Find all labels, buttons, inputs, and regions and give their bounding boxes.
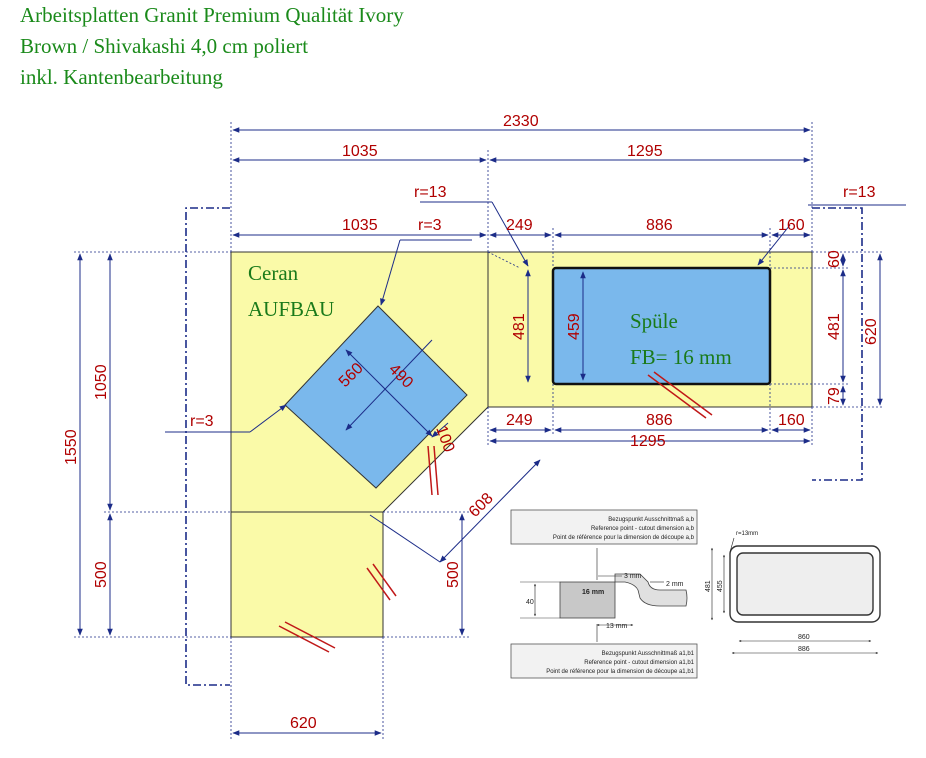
dim-right-width: 1295	[627, 143, 663, 160]
cabinet-outline	[185, 207, 863, 686]
dim-r13-top: r=13	[414, 184, 447, 201]
detail-ref-ab-en: Reference point - cutout dimension a,b	[591, 526, 695, 532]
dim-bottom-886: 886	[646, 412, 673, 429]
dimension-lines	[77, 127, 906, 736]
dim-sink-height-b: 459	[566, 313, 583, 340]
detail-ref-a1-fr: Point de référence pour la dimension de …	[546, 669, 694, 675]
dim-sink-bottom-gap: 79	[826, 387, 843, 405]
sink-cutout	[551, 266, 772, 386]
detail-d2: 2 mm	[666, 581, 684, 588]
title-line-3: inkl. Kantenbearbeitung	[20, 65, 223, 89]
dim-sink-right: 160	[778, 217, 805, 234]
dim-diag-608: 608	[466, 490, 497, 521]
label-ceran: Ceran	[248, 261, 299, 285]
joint-marks	[278, 371, 713, 653]
area-labels: Ceran AUFBAU Spüle FB= 16 mm	[248, 261, 732, 369]
detail-d13: 13 mm	[606, 623, 628, 630]
dim-right-depth: 620	[863, 318, 880, 345]
detail-w886: 886	[798, 646, 810, 653]
title-line-2: Brown / Shivakashi 4,0 cm poliert	[20, 34, 309, 58]
dim-bottom-160: 160	[778, 412, 805, 429]
extension-lines	[74, 122, 884, 740]
dim-height-1050: 1050	[93, 364, 110, 400]
detail-d16: 16 mm	[582, 589, 604, 596]
detail-d3: 3 mm	[624, 573, 642, 580]
detail-d40: 40	[526, 599, 534, 606]
dim-bottom-1295: 1295	[630, 433, 666, 450]
dim-left-width-inner: 1035	[342, 217, 378, 234]
dim-height-1550: 1550	[63, 429, 80, 465]
detail-ref-ab-fr: Point de référence pour la dimension de …	[553, 535, 695, 541]
label-fb: FB= 16 mm	[630, 345, 732, 369]
dim-total-width: 2330	[503, 113, 539, 130]
page-title: Arbeitsplatten Granit Premium Qualität I…	[20, 0, 404, 93]
sink-dimension-detail: r=13mm 481 455 860 886	[705, 531, 881, 654]
detail-ref-a1-de: Bezugspunkt Ausschnittmaß a1,b1	[602, 651, 695, 657]
detail-w860: 860	[798, 634, 810, 641]
detail-h455: 455	[717, 580, 724, 592]
dim-sink-left: 249	[506, 217, 533, 234]
dim-r13-right: r=13	[843, 184, 876, 201]
dim-bottom-249: 249	[506, 412, 533, 429]
dim-sink-height-a: 481	[511, 313, 528, 340]
edge-profile-detail: Bezugspunkt Ausschnittmaß a,b Reference …	[510, 509, 698, 679]
detail-r13: r=13mm	[736, 531, 758, 537]
detail-h481: 481	[705, 580, 712, 592]
title-line-1: Arbeitsplatten Granit Premium Qualität I…	[20, 3, 404, 27]
label-aufbau: AUFBAU	[248, 297, 334, 321]
detail-ref-ab-de: Bezugspunkt Ausschnittmaß a,b	[608, 517, 694, 523]
dim-sink-top-gap: 60	[826, 250, 843, 268]
countertop-bottom-panel	[230, 511, 384, 638]
dim-r3-top: r=3	[418, 217, 442, 234]
dim-bottom-620: 620	[290, 715, 317, 732]
dim-height-500-left: 500	[93, 561, 110, 588]
dim-left-width: 1035	[342, 143, 378, 160]
dim-height-500-right: 500	[445, 561, 462, 588]
dim-right-height: 481	[826, 313, 843, 340]
dim-sink-width: 886	[646, 217, 673, 234]
detail-ref-a1-en: Reference point - cutout dimension a1,b1	[584, 660, 694, 666]
label-spuele: Spüle	[630, 309, 678, 333]
dim-r3-left: r=3	[190, 413, 214, 430]
